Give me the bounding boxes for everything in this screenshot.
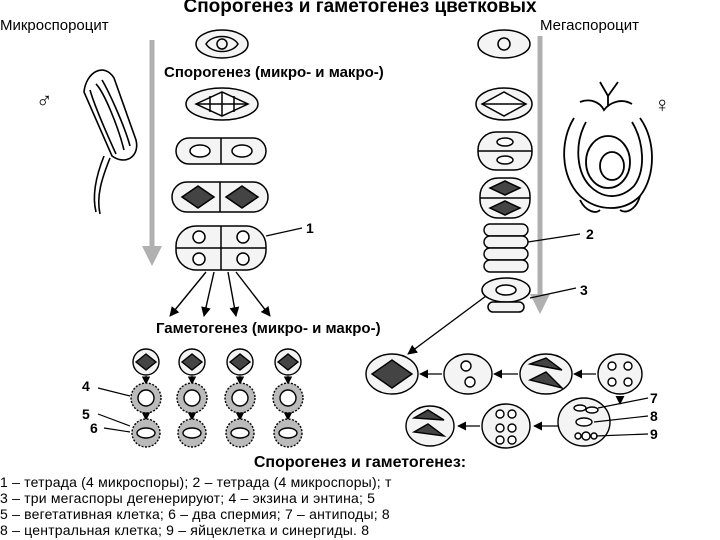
sporogenesis-heading: Спорогенез (микро- и макро-) — [164, 64, 384, 81]
pointer-2 — [527, 233, 581, 243]
mega-meiosis-spindle — [475, 87, 533, 121]
label-6: 6 — [90, 420, 98, 436]
meiosis-1-spindle — [185, 87, 259, 121]
legend-heading: Спорогенез и гаметогенез: — [253, 454, 467, 471]
label-9: 9 — [650, 426, 658, 442]
embryo-sac-stage-2 — [443, 353, 493, 395]
megaspore-tetrad — [483, 223, 529, 273]
label-5: 5 — [82, 406, 90, 422]
pollen-grain-row-1 — [130, 382, 304, 414]
pollen-grain-row-2 — [131, 418, 303, 448]
megasporocyte-cell — [477, 29, 531, 59]
pointer-4 — [97, 387, 131, 397]
pointer-9 — [595, 433, 649, 437]
gametogenesis-heading: Гаметогенез (микро- и макро-) — [156, 320, 381, 337]
pointer-6 — [103, 427, 131, 433]
legend-line-2: 3 – три мегаспоры дегенерируют; 4 – экзи… — [0, 490, 376, 506]
pollen-down-arrows — [141, 412, 293, 421]
microspore-down-arrows — [141, 376, 293, 385]
label-2: 2 — [586, 226, 594, 242]
microspore-row — [132, 348, 302, 376]
microspore-tetrad — [175, 225, 267, 271]
pointer-8 — [593, 415, 649, 423]
male-symbol: ♂ — [36, 88, 53, 113]
label-8: 8 — [650, 408, 658, 424]
label-1: 1 — [306, 220, 314, 236]
label-7: 7 — [650, 390, 658, 406]
mature-embryo-sac — [557, 397, 611, 447]
embryo-sac-stage-4 — [597, 353, 643, 395]
legend-line-1: 1 – тетрада (4 микроспоры); 2 – тетрада … — [0, 474, 392, 490]
tetrad-to-gametes-arrows — [169, 271, 271, 317]
pointer-5 — [97, 413, 131, 427]
embryo-sac-stage-7 — [405, 405, 455, 447]
dyad-cells — [175, 137, 267, 165]
legend-line-4: 8 – центральная клетка; 9 – яйцеклетка и… — [0, 522, 370, 538]
embryo-sac-stage-1 — [365, 353, 419, 395]
ovule-drawing — [563, 81, 653, 213]
mega-dyad — [477, 131, 533, 171]
pointer-3 — [529, 287, 577, 299]
embryo-sac-stage-6 — [481, 403, 531, 449]
microsporocyte-label: Микроспороцит — [0, 17, 109, 34]
stamen-drawing — [83, 69, 138, 215]
label-4: 4 — [82, 378, 90, 394]
microsporocyte-cell — [195, 29, 249, 59]
female-symbol: ♀ — [654, 92, 671, 117]
megaspore-to-sac-arrow — [407, 295, 487, 355]
meiosis-2-spindles — [171, 181, 269, 213]
embryo-sac-stage-3 — [519, 353, 573, 395]
mega-meiosis-2 — [479, 177, 531, 219]
megasporocyte-label: Мегаспороцит — [540, 17, 639, 34]
pointer-1 — [265, 227, 303, 237]
functional-megaspore — [481, 277, 531, 313]
label-3: 3 — [580, 282, 588, 298]
pointer-7 — [597, 397, 649, 409]
diagram-title: Спорогенез и гаметогенез цветковых — [183, 0, 537, 17]
legend-line-3: 5 – вегетативная клетка; 6 – два спермия… — [0, 506, 390, 522]
